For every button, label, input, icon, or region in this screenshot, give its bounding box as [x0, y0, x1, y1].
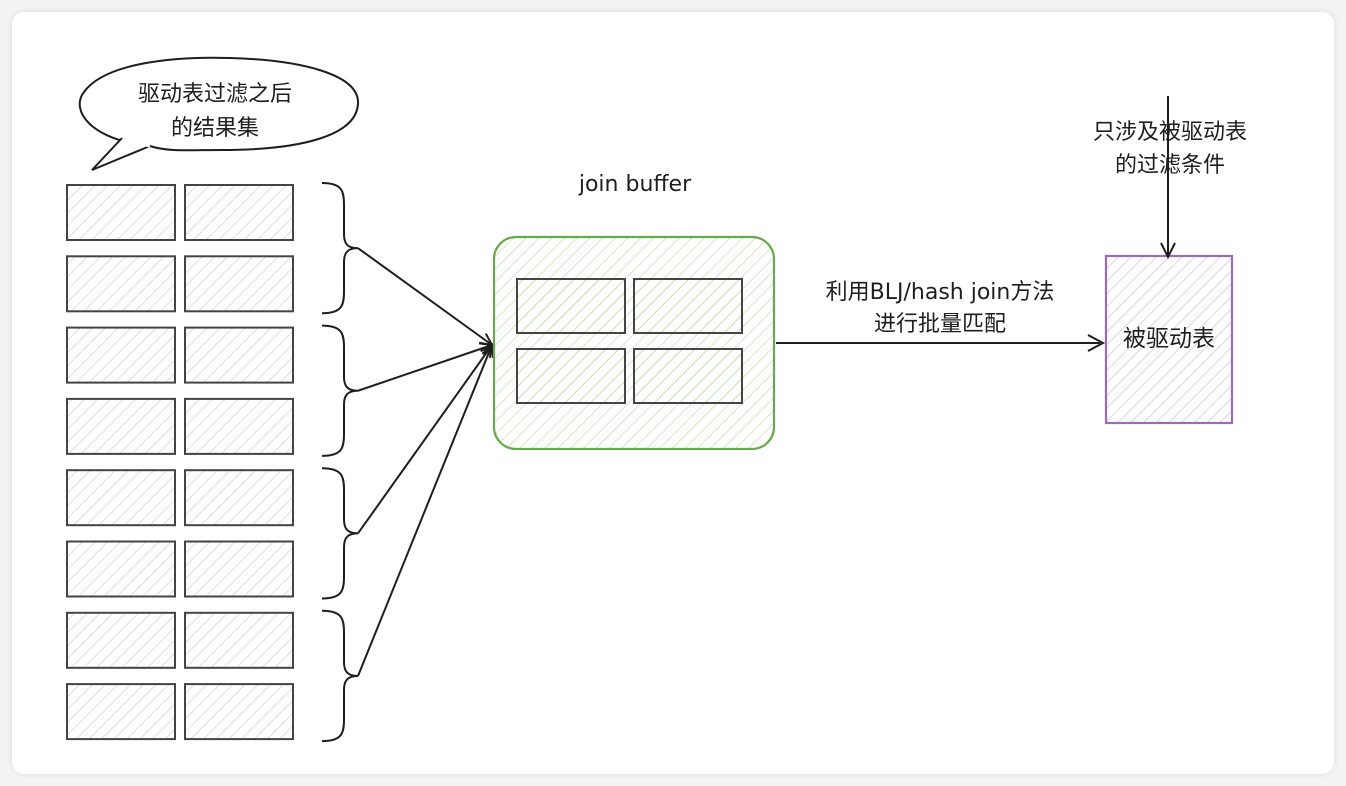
brace-arrow: [357, 247, 493, 346]
driving-row-cell-left: [66, 611, 176, 669]
join-buffer-label: join buffer: [578, 172, 692, 197]
brace-arrow: [357, 344, 493, 392]
driving-row-cell-right: [184, 469, 294, 527]
speech-text-line2: 的结果集: [170, 116, 259, 141]
driving-row-cell-right: [184, 326, 294, 384]
filter-arrow-head: [1160, 242, 1176, 260]
join-buffer-cells: [516, 278, 743, 404]
brace: [321, 324, 359, 457]
arrow-group: [357, 247, 495, 677]
speech-bubble-tail: [91, 137, 151, 171]
join-buffer-box: [492, 235, 776, 451]
filter-label-line2: 的过滤条件: [1114, 153, 1225, 178]
brace: [321, 467, 359, 600]
speech-bubble: [78, 56, 360, 152]
driven-table-label: 被驱动表: [1123, 326, 1215, 352]
driving-row-cell-left: [66, 184, 176, 241]
brace-arrow: [357, 344, 493, 534]
join-buffer-cell: [633, 348, 743, 404]
match-arrow-head: [1087, 334, 1106, 352]
filter-label-line1: 只涉及被驱动表: [1092, 120, 1247, 145]
method-label-line1: 利用BLJ/hash join方法: [825, 280, 1055, 305]
driving-row-cell-right: [184, 540, 294, 598]
driving-row-cell-left: [66, 255, 176, 313]
driving-row-cell-left: [66, 397, 176, 455]
driving-row-cell-left: [66, 326, 176, 384]
driving-row-cell-left: [66, 469, 176, 527]
driven-table-box: [1104, 254, 1234, 425]
brace-arrow: [357, 344, 493, 677]
driving-table: [66, 184, 294, 741]
speech-text-line1: 驱动表过滤之后: [137, 82, 292, 107]
driving-row-cell-right: [184, 255, 294, 313]
brace: [321, 182, 359, 315]
driving-row-cell-right: [184, 184, 294, 241]
method-label-line2: 进行批量匹配: [873, 312, 1006, 337]
brace-group: [321, 182, 359, 743]
driving-row-cell-right: [184, 683, 294, 741]
driving-row-cell-right: [184, 611, 294, 669]
join-buffer-cell: [516, 348, 626, 404]
brace: [321, 609, 359, 743]
brace-arrow-head: [481, 342, 494, 359]
join-buffer-cell: [633, 278, 743, 334]
driving-row-cell-left: [66, 540, 176, 598]
driving-row-cell-right: [184, 397, 294, 455]
join-buffer-cell: [516, 278, 626, 334]
driving-row-cell-left: [66, 683, 176, 741]
